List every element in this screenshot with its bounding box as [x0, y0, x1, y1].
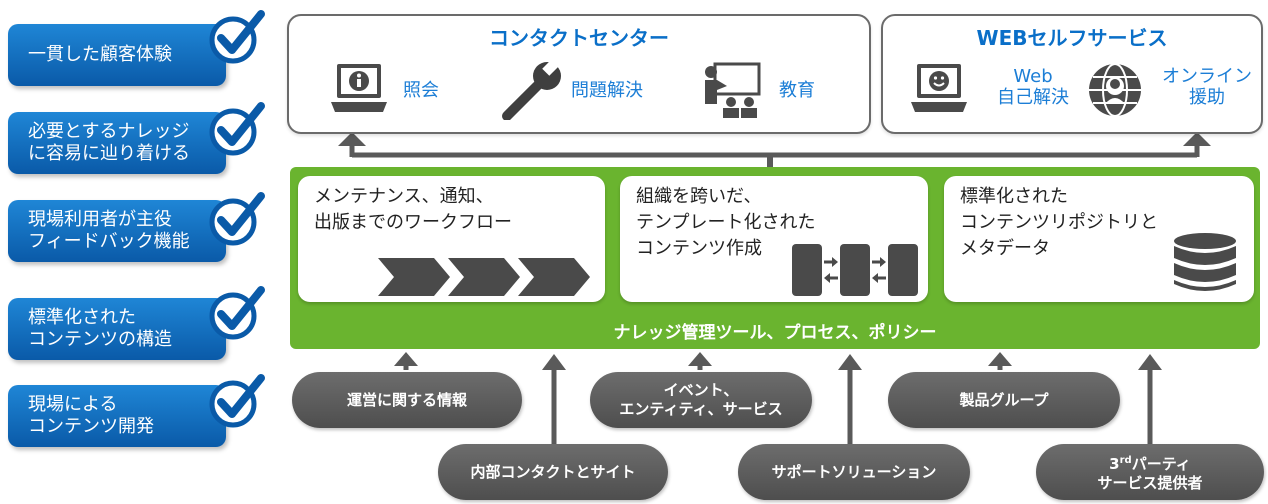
third-party-sup: rd: [1119, 455, 1132, 466]
source-support-solutions: サポートソリューション: [738, 444, 970, 500]
workflow-card: メンテナンス、通知、 出版までのワークフロー: [298, 176, 605, 302]
benefit-field-development: 現場による コンテンツ開発: [8, 385, 226, 447]
platform-caption: ナレッジ管理ツール、プロセス、ポリシー: [613, 323, 937, 343]
benefit-label: 標準化された コンテンツの構造: [28, 307, 172, 350]
laptop-smiley-icon: [911, 64, 967, 112]
check-icon: [209, 102, 265, 156]
education-label: 教育: [779, 80, 815, 101]
third-party-line2: サービス提供者: [1097, 474, 1203, 492]
third-party-prefix: 3: [1109, 455, 1120, 473]
benefit-label: 現場利用者が主役 フィードバック機能: [28, 209, 190, 252]
source-product-groups: 製品グループ: [888, 372, 1120, 428]
source-label: 運営に関する情報: [346, 390, 467, 409]
globe-support-icon: [1089, 63, 1141, 117]
source-label: イベント、 エンティティ、サービス: [619, 381, 783, 418]
benefit-structure: 標準化された コンテンツの構造: [8, 298, 226, 360]
check-icon: [209, 10, 265, 64]
benefit-consistent-experience: 一貫した顧客体験: [8, 24, 226, 86]
workflow-card-text: メンテナンス、通知、 出版までのワークフロー: [314, 186, 512, 233]
check-icon: [209, 192, 265, 246]
content-flow-icon: [792, 244, 918, 296]
benefit-label: 一貫した顧客体験: [28, 44, 172, 65]
workflow-chevrons-icon: [378, 258, 590, 296]
third-party-rest: パーティ: [1131, 455, 1191, 473]
contact-center-title: コンタクトセンター: [489, 26, 669, 50]
source-label: 内部コンタクトとサイト: [470, 462, 636, 481]
web-self-service-panel: WEBセルフサービス Web 自己解決 オンライン 援助: [881, 14, 1263, 134]
benefit-easy-access: 必要とするナレッジ に容易に辿り着ける: [8, 112, 226, 174]
template-content-card: 組織を跨いだ、 テンプレート化された コンテンツ作成: [620, 176, 928, 302]
check-icon: [209, 374, 265, 428]
inquiry-label: 照会: [403, 80, 439, 101]
training-icon: [705, 62, 761, 118]
source-internal-contacts: 内部コンタクトとサイト: [438, 444, 668, 500]
web-self-service-title: WEBセルフサービス: [976, 26, 1168, 50]
template-content-card-text: 組織を跨いだ、 テンプレート化された コンテンツ作成: [636, 186, 816, 259]
online-assistance-label: オンライン 援助: [1162, 66, 1252, 108]
repository-card-text: 標準化された コンテンツリポジトリと メタデータ: [960, 186, 1158, 259]
benefit-label: 現場による コンテンツ開発: [28, 394, 154, 437]
repository-card: 標準化された コンテンツリポジトリと メタデータ: [944, 176, 1254, 302]
contact-center-panel: コンタクトセンター 照会 問題解決 教育: [287, 14, 871, 134]
benefit-label: 必要とするナレッジ に容易に辿り着ける: [28, 121, 190, 164]
check-icon: [209, 286, 265, 340]
problem-solving-label: 問題解決: [571, 80, 643, 101]
database-icon: [1174, 233, 1236, 291]
wrench-icon: [502, 60, 561, 120]
source-label: 製品グループ: [959, 390, 1049, 409]
web-self-resolution-label: Web 自己解決: [997, 66, 1069, 108]
laptop-info-icon: [331, 64, 387, 112]
source-third-party: 3rdパーティサービス提供者: [1036, 444, 1264, 500]
source-operations-info: 運営に関する情報: [292, 372, 522, 428]
source-label: 3rdパーティサービス提供者: [1097, 451, 1202, 493]
source-events-entities: イベント、 エンティティ、サービス: [590, 372, 812, 428]
source-label: サポートソリューション: [771, 462, 937, 481]
benefit-feedback: 現場利用者が主役 フィードバック機能: [8, 200, 226, 262]
